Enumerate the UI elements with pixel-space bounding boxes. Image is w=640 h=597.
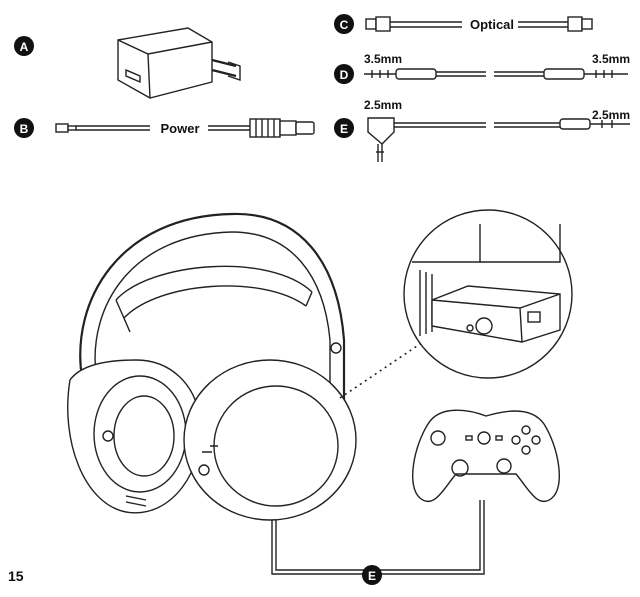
badge-a-letter: A [20, 40, 29, 54]
connection-cable: E [271, 500, 485, 585]
game-controller-icon [412, 409, 560, 502]
headset-illustration [67, 212, 357, 521]
chat-cable-25-icon [367, 117, 630, 162]
badge-d-letter: D [340, 68, 349, 82]
item-b: B Power [14, 118, 315, 138]
usb-port-icon [527, 311, 541, 323]
d-right-label: 3.5mm [592, 52, 630, 66]
d-left-label: 3.5mm [364, 52, 402, 66]
console-zoom-callout [403, 209, 573, 379]
page-number: 15 [8, 568, 24, 584]
badge-d [334, 64, 354, 84]
item-c: C Optical [334, 14, 593, 34]
item-e: E 2.5mm 2.5mm [334, 98, 630, 162]
power-cable-icon [55, 118, 315, 138]
connection-badge [362, 565, 382, 585]
optical-cable-icon [365, 16, 593, 32]
wall-adapter-icon [117, 27, 241, 99]
headphone-jack-dial-icon [475, 317, 493, 335]
badge-c [334, 14, 354, 34]
badge-c-letter: C [340, 18, 349, 32]
item-d: D 3.5mm 3.5mm [334, 52, 630, 84]
badge-b-letter: B [20, 122, 29, 136]
badge-a [14, 36, 34, 56]
connection-badge-letter: E [368, 569, 376, 583]
optical-label: Optical [470, 17, 514, 32]
e-left-label: 2.5mm [364, 98, 402, 112]
leader-line [339, 343, 421, 399]
badge-e-letter: E [340, 122, 348, 136]
badge-e [334, 118, 354, 138]
aux-cable-35-icon [364, 68, 628, 80]
badge-b [14, 118, 34, 138]
item-a: A [14, 27, 241, 99]
power-label: Power [160, 121, 199, 136]
e-right-label: 2.5mm [592, 108, 630, 122]
